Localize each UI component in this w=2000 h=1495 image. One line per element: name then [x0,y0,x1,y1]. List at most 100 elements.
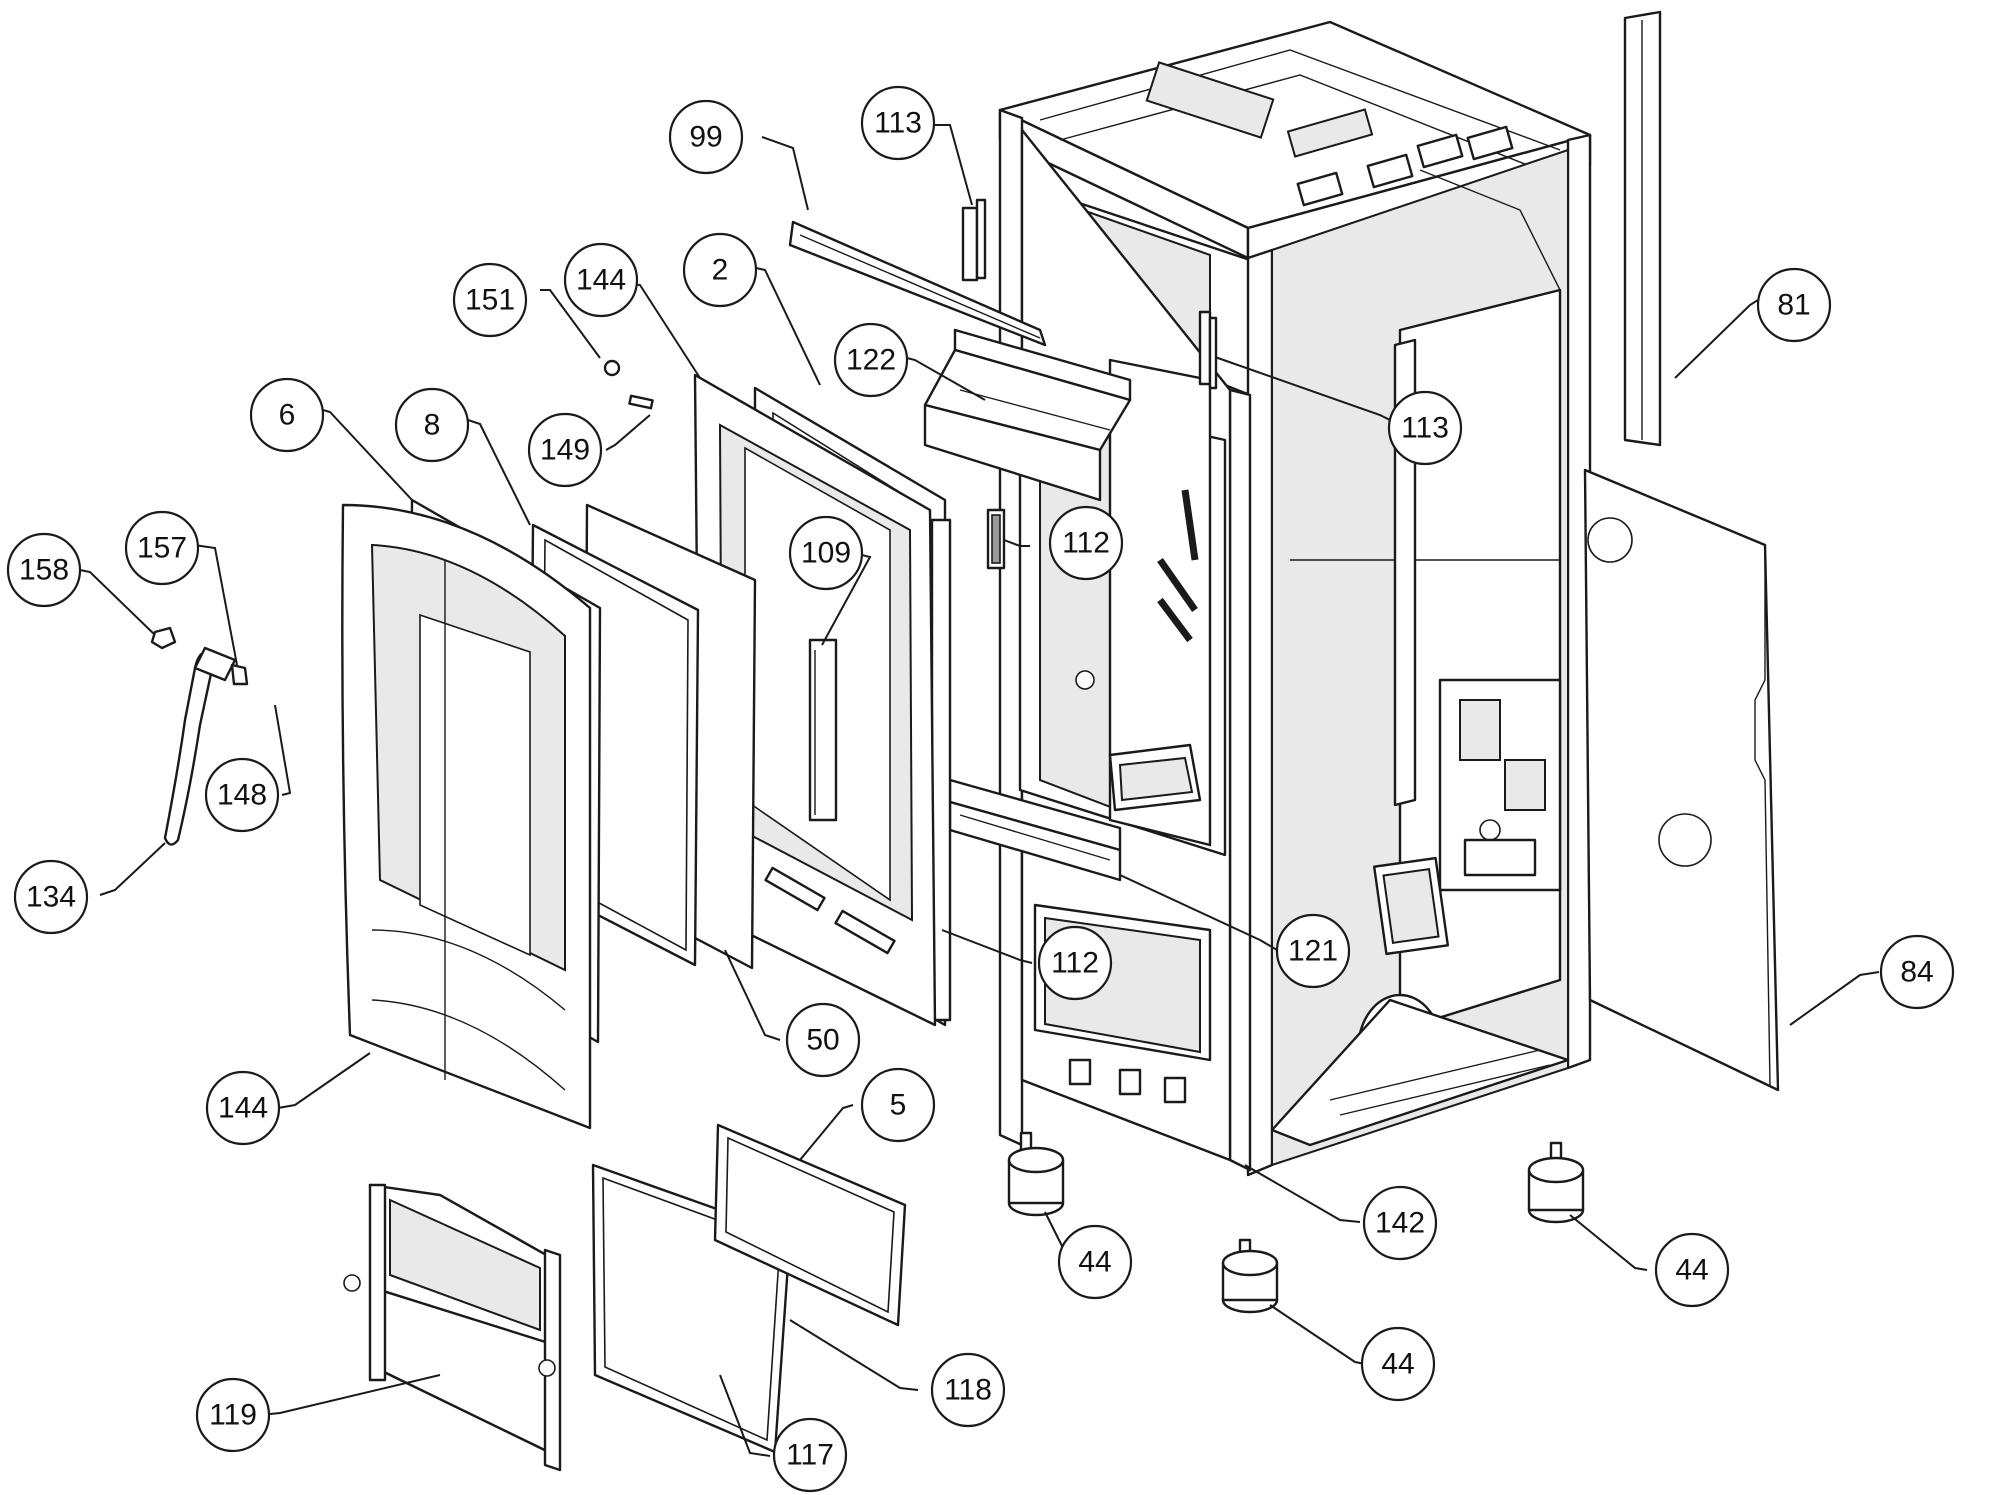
callout-circle [205,1070,281,1146]
callout-circle [563,242,639,318]
callout-119: 119 [195,1377,271,1453]
callout-label: 134 [26,881,76,914]
part-84-side-panel [1583,468,1780,1092]
callout-158: 158 [6,532,82,608]
callout-circle [785,1002,861,1078]
callout-label: 44 [1381,1348,1414,1381]
callout-99: 99 [668,99,744,175]
callout-122: 122 [833,322,909,398]
callout-117: 117 [772,1417,848,1493]
callout-label: 121 [1288,935,1338,968]
part-144-inner-door [693,373,937,1027]
callout-label: 142 [1375,1207,1425,1240]
callout-2: 2 [682,232,758,308]
part-158-nut [150,626,177,650]
callout-circle [1275,913,1351,989]
callout-label: 109 [801,537,851,570]
callout-bubbles: 99 113 151 144 2 122 113 81 6 8 149 158 … [6,85,1955,1493]
part-119-drawer [343,1183,562,1472]
part-5-gasket [713,1123,907,1327]
part-144-outer-door [341,503,592,1130]
callout-circle [452,262,528,338]
callout-label: 112 [1062,527,1110,560]
callout-label: 5 [890,1089,907,1122]
callout-144-top: 144 [563,242,639,318]
callout-113-top: 113 [860,85,936,161]
callout-circle [860,85,936,161]
callout-circle [1654,1232,1730,1308]
callout-50: 50 [785,1002,861,1078]
callout-151: 151 [452,262,528,338]
callout-44-left: 44 [1057,1224,1133,1300]
callout-circle [1360,1326,1436,1402]
callout-circle [527,412,603,488]
callout-circle [1048,505,1124,581]
callout-label: 112 [1051,947,1099,980]
callout-5: 5 [860,1067,936,1143]
part-81-vertical-rail [1623,10,1662,447]
callout-label: 8 [424,409,441,442]
callout-label: 119 [209,1399,257,1432]
callout-134: 134 [13,859,89,935]
part-122-baffle [923,328,1132,502]
part-109-glass-holder [808,638,838,822]
callout-label: 144 [218,1092,268,1125]
callout-label: 81 [1777,289,1810,322]
callout-label: 122 [846,344,896,377]
part-157-screw [230,663,249,686]
callout-label: 149 [540,434,590,467]
callout-157: 157 [124,510,200,586]
callout-circle [930,1352,1006,1428]
callout-44-middle: 44 [1360,1326,1436,1402]
callout-8: 8 [394,387,470,463]
callout-circle [124,510,200,586]
part-134-handle [163,646,237,846]
callout-label: 113 [874,107,922,140]
callout-circle [833,322,909,398]
callout-circle [1362,1185,1438,1261]
part-44-foot-c [1221,1238,1279,1314]
callout-112-bottom: 112 [1037,925,1113,1001]
callout-81: 81 [1756,267,1832,343]
callout-84: 84 [1879,934,1955,1010]
callout-label: 158 [19,554,69,587]
part-99-deflector [788,220,1047,347]
part-151-screw [603,359,621,377]
callout-circle [1387,390,1463,466]
callout-109: 109 [788,515,864,591]
callout-label: 157 [137,532,187,565]
callout-circle [6,532,82,608]
callout-label: 44 [1078,1246,1111,1279]
part-44-foot-a [1007,1131,1065,1217]
part-113-bracket-lower [1198,310,1218,390]
callout-118: 118 [930,1352,1006,1428]
callout-circle [195,1377,271,1453]
callout-label: 50 [806,1024,839,1057]
callout-circle [788,515,864,591]
callout-label: 99 [689,121,722,154]
callout-label: 151 [465,284,515,317]
callout-label: 84 [1900,956,1933,989]
callout-label: 113 [1401,412,1449,445]
callout-circle [1037,925,1113,1001]
callout-label: 118 [944,1374,992,1407]
callout-circle [394,387,470,463]
callout-112-top: 112 [1048,505,1124,581]
callout-circle [13,859,89,935]
callout-121: 121 [1275,913,1351,989]
part-112-side-rail [986,508,1006,570]
callout-144-bottom: 144 [205,1070,281,1146]
callout-circle [249,377,325,453]
callout-circle [860,1067,936,1143]
callout-label: 117 [786,1439,834,1472]
part-113-bracket-upper [961,198,987,282]
callout-circle [1756,267,1832,343]
callout-label: 148 [217,779,267,812]
callout-44-right: 44 [1654,1232,1730,1308]
callout-circle [1879,934,1955,1010]
callout-label: 44 [1675,1254,1708,1287]
callout-circle [682,232,758,308]
callout-label: 2 [712,254,729,287]
callout-circle [1057,1224,1133,1300]
